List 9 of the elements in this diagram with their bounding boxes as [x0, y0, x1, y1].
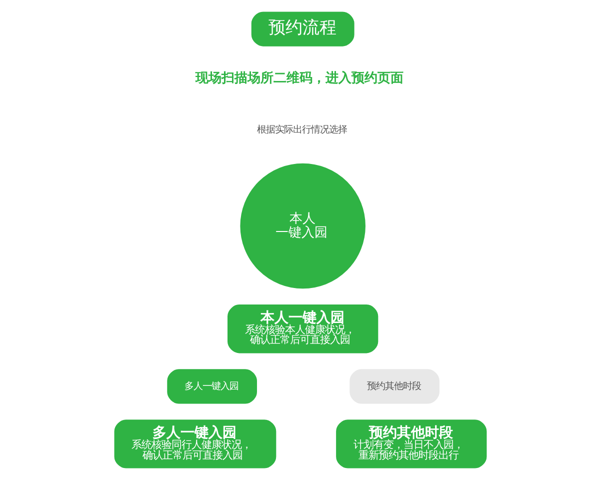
- node-box: 预约其他时段: [349, 369, 439, 404]
- node-box: 多人一键入园: [166, 369, 256, 404]
- node-box: 多人一键入园 系统核验同行人健康状况，确认正常后可直接入园: [114, 420, 276, 468]
- node-box: 本人一键入园 系统核验本人健康状况，确认正常后可直接入园: [227, 304, 378, 354]
- node-box: 预约流程: [250, 12, 354, 46]
- node-box: 预约其他时段 计划有变，当日不入园，重新预约其他时段出行: [336, 420, 486, 468]
- label: 现场扫描场所二维码，进入预约页面: [195, 71, 404, 86]
- node-circle: 本人 一键入园: [240, 163, 365, 289]
- label: 根据实际出行情况选择: [256, 124, 346, 136]
